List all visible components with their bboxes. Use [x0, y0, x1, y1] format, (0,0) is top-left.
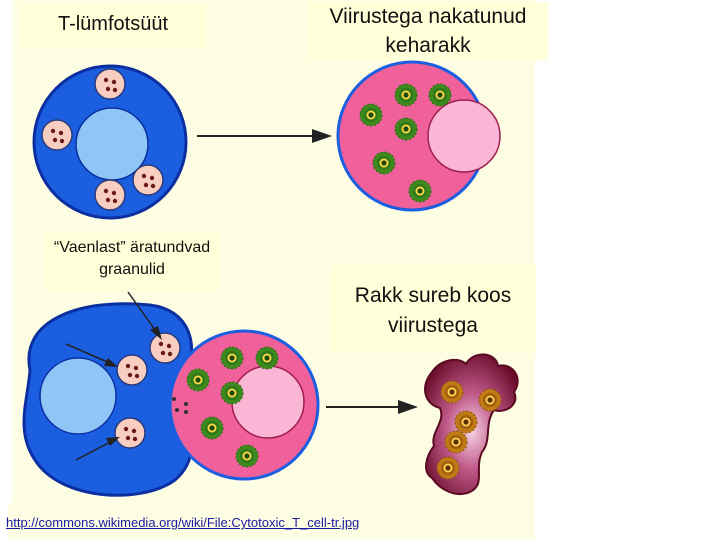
virus: [394, 117, 418, 141]
arrow-top: [197, 129, 332, 143]
granules-label: “Vaenlast” äratundvad graanulid: [46, 231, 218, 291]
released-granule-dot: [184, 410, 188, 414]
virus: [394, 83, 418, 107]
released-granule-dot: [175, 408, 179, 412]
infected-cell-top: [336, 60, 501, 212]
cell-dies-label: Rakk sureb koos viirustega: [330, 265, 536, 353]
virus: [444, 430, 468, 454]
t-cell-top: [32, 64, 188, 220]
virus: [255, 346, 279, 370]
granule: [41, 119, 73, 151]
pointer-lines: [65, 291, 162, 461]
t-cell-label: T-lümfotsüüt: [20, 4, 206, 48]
granule: [94, 68, 126, 100]
granule: [114, 417, 146, 449]
infected-cell-label: Viirustega nakatunud keharakk: [308, 2, 548, 60]
infected-label-line2: keharakk: [385, 34, 471, 57]
granules-label-line1: “Vaenlast” äratundvad: [53, 239, 211, 256]
virus: [186, 368, 210, 392]
source-url-box: [8, 503, 266, 540]
virus: [200, 416, 224, 440]
virus: [235, 444, 259, 468]
infected-label-line1: Viirustega nakatunud: [329, 5, 527, 28]
source-url-link[interactable]: http://commons.wikimedia.org/wiki/File:C…: [6, 515, 360, 530]
granule: [132, 164, 164, 196]
arrow-bottom: [326, 400, 418, 414]
virus: [372, 151, 396, 175]
virus: [436, 456, 460, 480]
infected-nucleus: [231, 365, 305, 439]
virus: [359, 103, 383, 127]
virus: [220, 381, 244, 405]
t-cell-bottom: [22, 302, 194, 497]
infected-cell-bottom: [168, 329, 320, 481]
granule: [149, 332, 181, 364]
virus: [428, 83, 452, 107]
infected-nucleus: [427, 99, 501, 173]
virus: [478, 388, 502, 412]
released-granule-dot: [172, 397, 176, 401]
granule: [116, 354, 148, 386]
released-granule-dot: [184, 402, 188, 406]
t-cell-label-text: T-lümfotsüüt: [57, 13, 169, 35]
granules-label-line2: graanulid: [99, 261, 165, 278]
cell-dies-label-line1: Rakk sureb koos: [354, 284, 512, 307]
dying-cell: [424, 353, 519, 496]
granule: [94, 179, 126, 211]
virus: [440, 380, 464, 404]
cell-dies-label-line2: viirustega: [388, 314, 478, 337]
virus: [454, 410, 478, 434]
virus: [220, 346, 244, 370]
t-cell-nucleus: [39, 357, 117, 435]
virus: [408, 179, 432, 203]
